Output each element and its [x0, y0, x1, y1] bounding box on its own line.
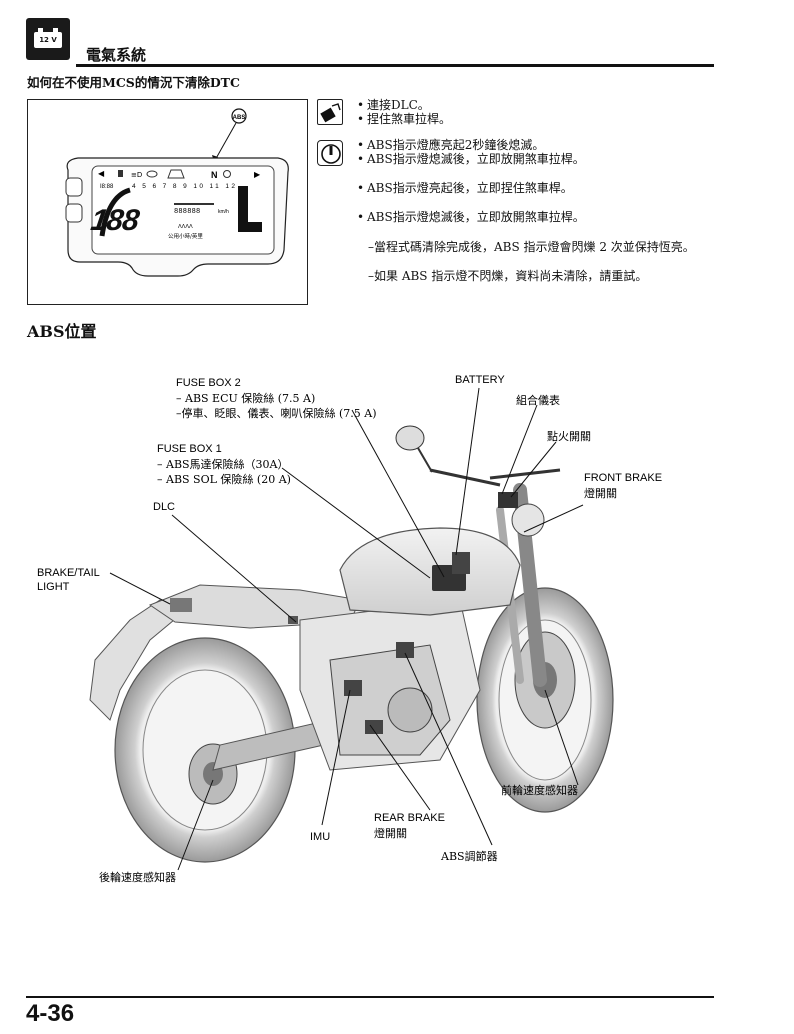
header-rule: [76, 64, 714, 67]
instruction-step-5: •ABS指示燈亮起後，立即捏住煞車桿。: [357, 181, 573, 195]
instruction-step-6: •ABS指示燈熄滅後，立即放開煞車拉桿。: [357, 210, 585, 224]
instruction-step-4: •ABS指示燈熄滅後，立即放開煞車拉桿。: [357, 152, 585, 166]
battery-section-icon: 12 V: [26, 18, 70, 60]
ignition-key-icon: [317, 140, 343, 166]
footer-rule: [26, 996, 714, 998]
instruction-step-1: •連接DLC。: [357, 98, 430, 112]
instruction-step-2: •捏住煞車拉桿。: [357, 112, 452, 126]
svg-text:4 5 6 7 8 9 10 11 12: 4 5 6 7 8 9 10 11 12: [132, 183, 237, 190]
svg-text:▶: ▶: [254, 170, 261, 179]
svg-text:≡D: ≡D: [131, 171, 142, 179]
label-fuse-box-1-item2: – ABS SOL 保險絲 (20 A): [157, 472, 291, 486]
dlc-connector-icon: [317, 99, 343, 125]
section-title: 電氣系統: [86, 46, 147, 64]
label-rear-brake-1: REAR BRAKE: [374, 812, 445, 824]
label-front-wheel-sensor: 前輪速度感知器: [501, 783, 578, 797]
page-number: 4-36: [26, 1000, 75, 1027]
meter-drawing: ABS ◀ ≡D N ▶ I8:88 4 5 6 7 8 9 10 11 12 …: [65, 108, 289, 277]
label-rear-wheel-sensor: 後輪速度感知器: [99, 870, 176, 884]
procedure-title: 如何在不使用MCS的情況下清除DTC: [27, 75, 240, 90]
label-abs-modulator: ABS調節器: [440, 849, 498, 863]
meter-odometer: 888888: [174, 208, 200, 216]
meter-speed: 188: [89, 204, 142, 237]
label-fuse-box-1: FUSE BOX 1: [157, 443, 222, 455]
instruction-step-3: •ABS指示燈應亮起2秒鐘後熄滅。: [357, 138, 545, 152]
meter-abs-label: ABS: [233, 115, 246, 121]
meter-unit: km/h: [218, 209, 229, 215]
label-battery: BATTERY: [455, 374, 505, 386]
motorcycle-illustration: FUSE BOX 2 – ABS ECU 保險絲 (7.5 A) –停車、眨眼、…: [37, 374, 662, 884]
label-front-brake-1: FRONT BRAKE: [584, 472, 662, 484]
label-fuse-box-2: FUSE BOX 2: [176, 377, 241, 389]
note-retry: –如果 ABS 指示燈不閃爍，資料尚未清除，請重試。: [368, 269, 648, 283]
label-rear-brake-2: 燈開關: [374, 826, 407, 840]
meter-gear-indicator: N: [211, 170, 218, 180]
label-imu: IMU: [310, 831, 330, 843]
label-brake-tail-2: LIGHT: [37, 581, 70, 593]
label-front-brake-2: 燈開關: [584, 486, 617, 500]
label-dlc: DLC: [153, 501, 175, 513]
label-ignition-switch: 點火開關: [547, 430, 591, 443]
svg-text:I8:88: I8:88: [100, 184, 114, 190]
label-combination-meter: 組合儀表: [516, 393, 560, 407]
label-fuse-box-2-item2: –停車、眨眼、儀表、喇叭保險絲 (7.5 A): [176, 406, 377, 420]
abs-location-heading: ABS位置: [27, 322, 97, 341]
svg-text:◀: ◀: [98, 169, 105, 178]
label-fuse-box-2-item1: – ABS ECU 保險絲 (7.5 A): [176, 391, 315, 405]
svg-text:ΛΛΛΛ: ΛΛΛΛ: [178, 224, 193, 230]
label-fuse-box-1-item1: – ABS馬達保險絲（30A）: [157, 457, 289, 471]
battery-badge-label: 12 V: [34, 28, 62, 48]
meter-illustration: ABS ◀ ≡D N ▶ I8:88 4 5 6 7 8 9 10 11 12 …: [27, 99, 308, 305]
label-brake-tail-1: BRAKE/TAIL: [37, 567, 100, 579]
meter-clock: 公用小時/英里: [168, 232, 203, 240]
abs-location-diagram: FUSE BOX 2 – ABS ECU 保險絲 (7.5 A) –停車、眨眼、…: [0, 360, 794, 900]
note-clear-complete: –當程式碼清除完成後，ABS 指示燈會閃爍 2 次並保持恆亮。: [368, 240, 695, 254]
